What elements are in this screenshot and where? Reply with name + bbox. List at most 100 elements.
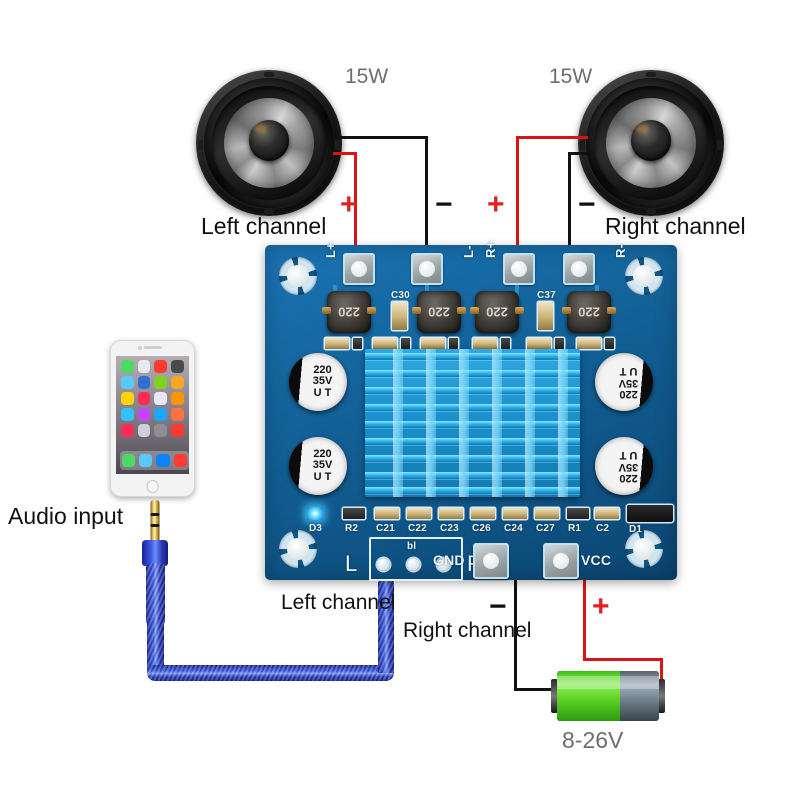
phone-app-icon (137, 423, 151, 437)
smd-component (605, 338, 614, 349)
smartphone (110, 340, 195, 497)
left-negative-wire-horizontal (338, 136, 428, 139)
heatsink-fin (365, 370, 580, 377)
terminal-gnd[interactable] (473, 543, 509, 579)
phone-app-icon (171, 408, 185, 421)
smd-component (449, 338, 458, 349)
silk-r1: R1 (568, 523, 582, 534)
terminal-l-plus[interactable] (343, 253, 375, 285)
heatsink-fin (365, 421, 580, 428)
inductor-pad (322, 307, 331, 314)
resistor-r1 (567, 508, 589, 519)
smd-component (577, 338, 601, 349)
phone-dock-icon (156, 453, 170, 467)
heatsink-rib (525, 349, 535, 497)
phone-app-grid (120, 360, 185, 437)
speaker-mount-notch (198, 140, 204, 151)
terminal-r-minus[interactable] (563, 253, 595, 285)
heatsink-fin (365, 438, 580, 445)
silk-r-minus: R- (613, 243, 628, 258)
audio-pad-left[interactable] (377, 558, 390, 571)
inductor-pad (470, 307, 479, 314)
phone-app-icon (120, 392, 134, 406)
phone-app-icon (137, 360, 151, 374)
inductor-4: 220 (562, 291, 616, 333)
smd-component (373, 338, 397, 349)
silk-bl: bl (407, 541, 417, 552)
right-positive-wire-vertical (516, 136, 519, 247)
speaker-mount-notch (334, 140, 340, 151)
inductor-pad (607, 307, 616, 314)
jack-body (142, 540, 168, 566)
silk-c30: C30 (391, 290, 410, 301)
heatsink-fin (365, 353, 580, 360)
heatsink-rib (393, 349, 403, 497)
phone-dock (120, 450, 189, 470)
battery-gloss (557, 676, 659, 689)
inductor-pad (457, 307, 466, 314)
speaker-mount-notch (580, 140, 586, 151)
battery-terminal-left (551, 679, 558, 713)
phone-camera-icon (137, 345, 142, 350)
audio-input-connector[interactable] (369, 537, 463, 581)
right-speaker-power-label: 15W (549, 65, 593, 88)
mounting-hole-bottom-right (625, 530, 663, 568)
phone-home-button (146, 479, 159, 493)
audio-cable-right-vertical (378, 578, 394, 673)
silk-c23: C23 (440, 523, 459, 534)
silk-c26: C26 (472, 523, 491, 534)
silk-audio-left: L (345, 551, 358, 576)
smd-component (555, 338, 564, 349)
terminal-vcc[interactable] (543, 543, 579, 579)
capacitor-c2 (595, 508, 619, 519)
left-speaker-power-label: 15W (345, 65, 389, 88)
smd-component (501, 338, 510, 349)
smd-component (527, 338, 551, 349)
phone-screen (116, 355, 189, 474)
audio-cable-left-vertical (147, 618, 164, 680)
heatsink-fin (365, 472, 580, 479)
speaker-mount-notch (645, 72, 657, 78)
mounting-hole-top-left (279, 257, 317, 295)
capacitor-c27 (535, 508, 559, 519)
mounting-hole-top-right (625, 257, 663, 295)
audio-pad-right[interactable] (437, 558, 450, 571)
phone-app-icon (171, 392, 185, 406)
right-positive-symbol: + (487, 188, 505, 221)
right-negative-wire-horizontal (568, 152, 590, 155)
jack-pin (150, 500, 160, 542)
right-channel-wire-label: Right channel (403, 619, 532, 642)
inductor-pad (515, 307, 524, 314)
audio-pad-ground[interactable] (407, 558, 420, 571)
battery-negative-symbol: − (489, 590, 507, 623)
capacitor-c30 (392, 302, 407, 330)
terminal-l-minus[interactable] (411, 253, 443, 285)
smd-component (421, 338, 445, 349)
power-led-d3 (307, 507, 323, 520)
silk-c2: C2 (596, 523, 610, 534)
phone-app-icon (154, 360, 168, 374)
inductor-pad (412, 307, 421, 314)
mounting-hole-bottom-left (279, 530, 317, 568)
inductor-marking: 220 (338, 304, 360, 320)
silk-l-minus: L- (461, 245, 476, 258)
silk-c27: C27 (536, 523, 555, 534)
speaker-mount-notch (263, 72, 275, 78)
heatsink-rib (558, 349, 568, 497)
phone-dock-icon (173, 453, 187, 467)
left-positive-symbol: + (340, 188, 358, 221)
smd-component (473, 338, 497, 349)
resistor-r2 (343, 508, 365, 519)
phone-app-icon (171, 360, 185, 374)
terminal-r-plus[interactable] (503, 253, 535, 285)
phone-app-icon (154, 376, 168, 390)
inductor-marking: 220 (578, 304, 600, 320)
left-negative-symbol: − (435, 188, 453, 221)
phone-app-icon (154, 392, 168, 406)
capacitor-c22 (407, 508, 431, 519)
diode-d1 (627, 505, 673, 522)
